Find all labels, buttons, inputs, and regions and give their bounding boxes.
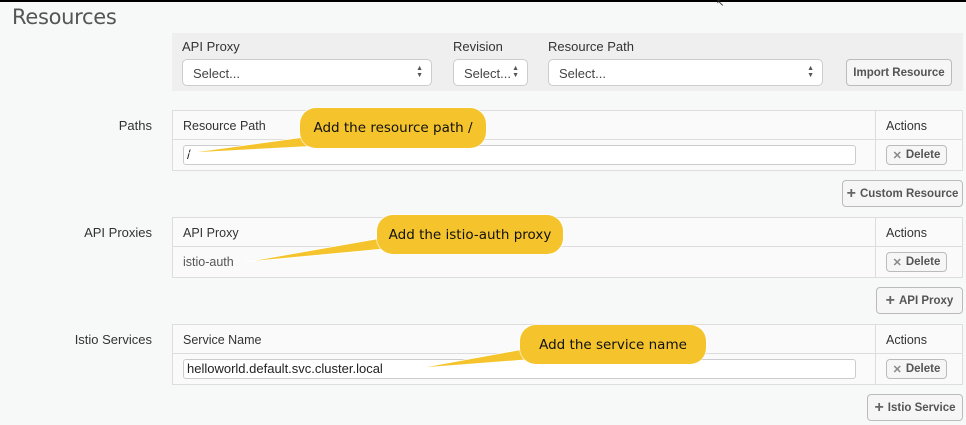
plus-icon: +: [846, 184, 856, 202]
plus-icon: +: [885, 291, 895, 309]
row-actions: ✕ Delete: [875, 354, 964, 384]
select-arrows-icon: ▲▼: [807, 65, 814, 79]
actions-column-header: Actions: [875, 218, 964, 247]
delete-service-button[interactable]: ✕ Delete: [886, 359, 947, 379]
paths-table-header: Resource Path Actions: [173, 111, 962, 140]
revision-select[interactable]: Select... ▲▼: [453, 59, 528, 86]
import-resource-button[interactable]: Import Resource: [846, 59, 952, 86]
table-row: / ✕ Delete: [173, 140, 962, 170]
callout-istio-auth-proxy: Add the istio-auth proxy: [377, 215, 563, 254]
select-arrows-icon: ▲▼: [416, 65, 423, 79]
close-icon: ✕: [892, 363, 902, 376]
close-icon: ✕: [892, 149, 902, 162]
api-proxy-value: istio-auth: [183, 255, 234, 269]
add-api-proxy-button[interactable]: + API Proxy: [876, 287, 963, 314]
api-proxy-select[interactable]: Select... ▲▼: [182, 59, 432, 86]
import-resource-panel: API Proxy Select... ▲▼ Revision Select..…: [172, 33, 963, 91]
resource-path-column-header: Resource Path: [183, 119, 266, 133]
paths-table: Resource Path Actions / ✕ Delete: [172, 110, 963, 171]
delete-label: Delete: [905, 149, 941, 161]
actions-column-header: Actions: [875, 111, 964, 140]
delete-path-button[interactable]: ✕ Delete: [886, 145, 947, 165]
window-top-border: [0, 0, 966, 2]
istio-services-section-label: Istio Services: [74, 332, 152, 347]
row-actions: ✕ Delete: [875, 247, 964, 277]
add-api-proxy-label: API Proxy: [899, 294, 954, 307]
delete-label: Delete: [905, 363, 941, 375]
callout-resource-path: Add the resource path /: [300, 108, 486, 148]
add-istio-service-label: Istio Service: [887, 401, 956, 414]
select-arrows-icon: ▲▼: [512, 65, 519, 79]
delete-api-proxy-button[interactable]: ✕ Delete: [886, 252, 947, 272]
add-custom-resource-button[interactable]: + Custom Resource: [842, 180, 963, 207]
service-name-column-header: Service Name: [183, 333, 262, 347]
resource-path-input[interactable]: /: [183, 145, 856, 165]
import-resource-label: Import Resource: [853, 66, 945, 79]
close-icon: ✕: [892, 256, 902, 269]
paths-section-label: Paths: [118, 118, 152, 133]
table-row: istio-auth ✕ Delete: [173, 247, 962, 277]
row-actions: ✕ Delete: [875, 140, 964, 170]
api-proxies-section-label: API Proxies: [84, 225, 152, 240]
api-proxy-column-header: API Proxy: [183, 226, 239, 240]
plus-icon: +: [874, 398, 884, 416]
api-proxies-table: API Proxy Actions istio-auth ✕ Delete: [172, 217, 963, 278]
add-istio-service-button[interactable]: + Istio Service: [867, 394, 963, 421]
api-proxy-select-value: Select...: [193, 66, 240, 81]
delete-label: Delete: [905, 256, 941, 268]
api-proxies-table-header: API Proxy Actions: [173, 218, 962, 247]
page-title: Resources: [12, 5, 117, 29]
service-name-input[interactable]: helloworld.default.svc.cluster.local: [183, 359, 856, 379]
revision-select-value: Select...: [464, 66, 511, 81]
add-custom-resource-label: Custom Resource: [859, 187, 959, 200]
callout-service-name: Add the service name: [520, 325, 706, 364]
actions-column-header: Actions: [875, 325, 964, 354]
resource-path-select[interactable]: Select... ▲▼: [548, 59, 823, 86]
revision-label: Revision: [453, 39, 503, 54]
mouse-cursor-icon: ↖: [716, 0, 725, 9]
api-proxy-label: API Proxy: [182, 39, 240, 54]
resource-path-label: Resource Path: [548, 39, 634, 54]
resource-path-select-value: Select...: [559, 66, 606, 81]
